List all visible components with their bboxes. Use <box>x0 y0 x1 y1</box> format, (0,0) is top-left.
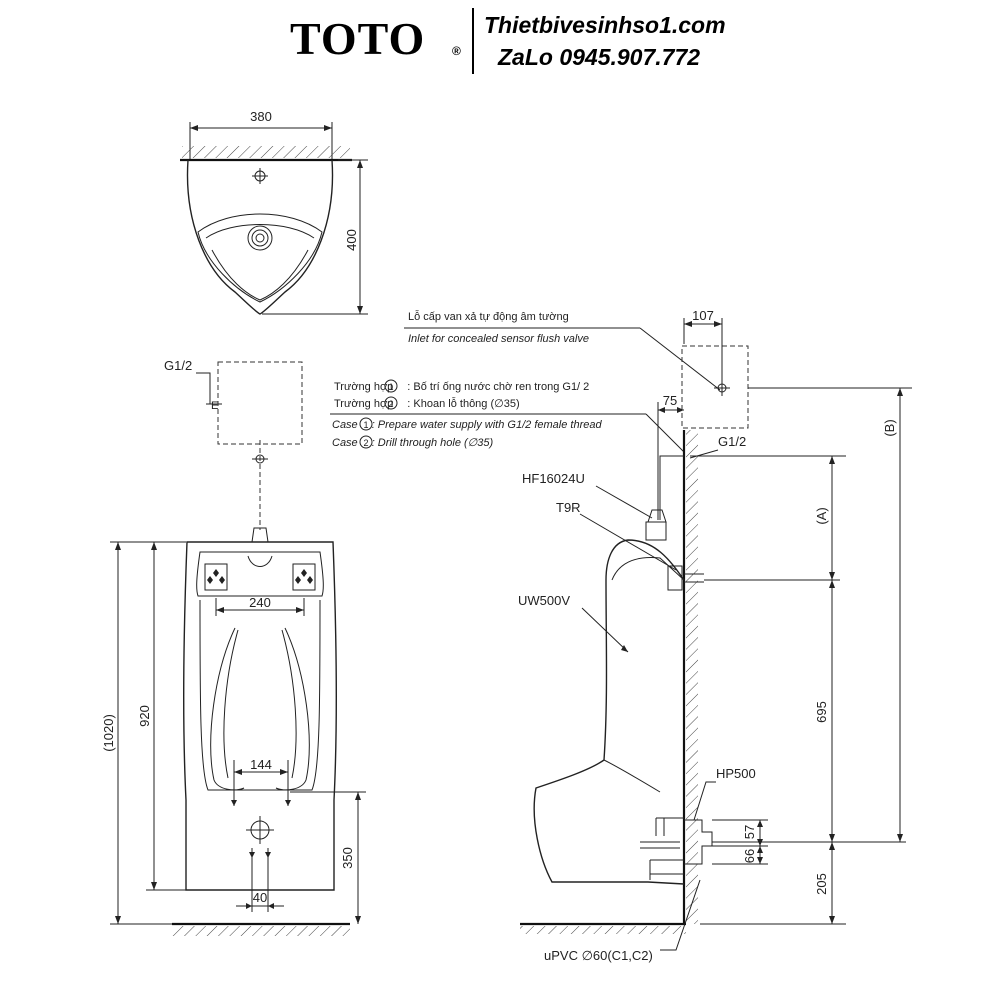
front-view: 240 144 40 <box>101 440 366 936</box>
dim-a-label: (A) <box>814 507 829 524</box>
dim-depth-400: 400 <box>344 229 359 251</box>
part-flush-valve: HF16024U <box>522 471 585 486</box>
dim-mount-240: 240 <box>249 595 271 610</box>
svg-text:2: 2 <box>388 399 393 409</box>
svg-text:Trường hợp: Bố trí ống nước ch: Trường hợp: Bố trí ống nước chờ ren tron… <box>334 381 589 393</box>
side-view: 107 75 G1/2 <box>518 308 912 963</box>
dim-drain-40: 40 <box>253 890 267 905</box>
brand-logo: TOTO <box>290 13 426 64</box>
supply-box-view: G1/2 E <box>164 358 303 445</box>
dim-b-label: (B) <box>882 419 897 436</box>
note-inlet-vi: Lỗ cấp van xả tự động âm tường <box>408 310 569 323</box>
dim-57: 57 <box>742 825 757 839</box>
dim-outlet-144: 144 <box>250 757 272 772</box>
dim-outlet-350: 350 <box>340 847 355 869</box>
svg-text:1: 1 <box>363 420 368 430</box>
note-inlet-en: Inlet for concealed sensor flush valve <box>408 333 589 345</box>
supply-thread-label: G1/2 <box>164 358 192 373</box>
dim-overall-1020: (1020) <box>101 714 116 752</box>
side-thread-label: G1/2 <box>718 434 746 449</box>
dim-width-380: 380 <box>250 109 272 124</box>
contact-text: ZaLo 0945.907.772 <box>498 44 701 70</box>
part-urinal: UW500V <box>518 593 570 608</box>
dim-wall-75: 75 <box>663 393 677 408</box>
header-divider <box>472 8 474 74</box>
part-spud: T9R <box>556 500 581 515</box>
dim-66: 66 <box>742 849 757 863</box>
svg-text:Case: Drill through hole (∅35): Case: Drill through hole (∅35) <box>332 437 493 449</box>
dim-valve-107: 107 <box>692 308 714 323</box>
dim-body-920: 920 <box>137 705 152 727</box>
notes-block: Lỗ cấp van xả tự động âm tường Inlet for… <box>330 310 721 453</box>
pipe-label: uPVC ∅60(C1,C2) <box>544 948 653 963</box>
svg-text:1: 1 <box>388 382 393 392</box>
top-view: 380 400 <box>180 109 368 315</box>
registered-mark: ® <box>452 44 461 58</box>
svg-text:Trường hợp: Khoan lỗ thông (∅3: Trường hợp: Khoan lỗ thông (∅35) <box>334 397 520 410</box>
dim-695: 695 <box>814 701 829 723</box>
svg-text:Case: Prepare water supply wit: Case: Prepare water supply with G1/2 fem… <box>332 419 602 431</box>
dim-205: 205 <box>814 873 829 895</box>
part-trap: HP500 <box>716 766 756 781</box>
website-text: Thietbivesinhso1.com <box>484 12 726 38</box>
svg-text:2: 2 <box>363 438 368 448</box>
svg-text:E: E <box>211 400 218 412</box>
